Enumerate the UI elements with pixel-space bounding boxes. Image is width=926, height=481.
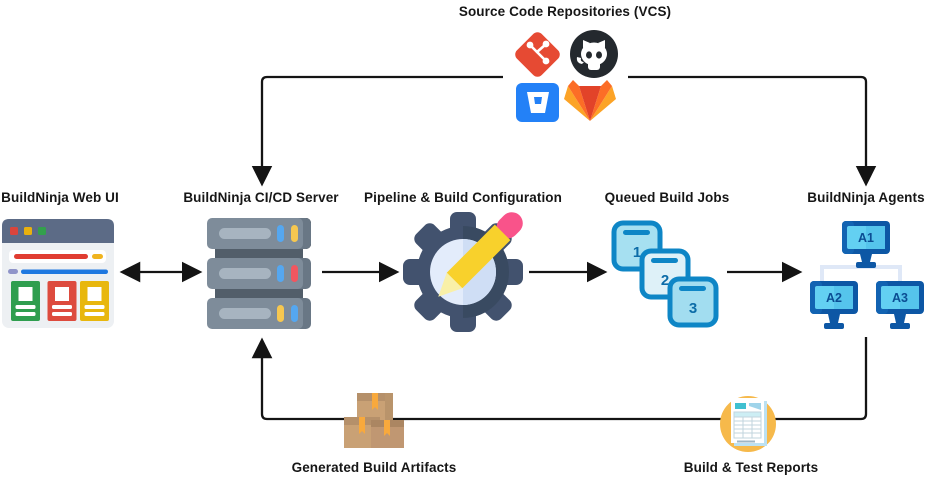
label-server: BuildNinja CI/CD Server <box>183 190 339 205</box>
job-number-3: 3 <box>689 300 697 317</box>
web-ui-card-red <box>47 281 77 321</box>
agent-name-a2: A2 <box>826 291 842 305</box>
agent-monitor-a1: A1 <box>842 221 890 268</box>
web-ui-card-green <box>11 281 40 321</box>
agents-icon: A1 A2 A3 <box>810 221 924 329</box>
server-unit-1 <box>207 218 311 249</box>
label-agents: BuildNinja Agents <box>807 190 925 205</box>
job-number-1: 1 <box>633 244 641 261</box>
web-ui-icon <box>2 219 114 328</box>
label-web-ui: BuildNinja Web UI <box>1 190 119 205</box>
bitbucket-icon <box>516 83 559 122</box>
job-card-3: 3 <box>667 276 719 328</box>
pipeline-config-icon <box>403 212 523 332</box>
agent-name-a3: A3 <box>892 291 908 305</box>
github-icon <box>570 30 618 78</box>
pencil-icon <box>438 212 523 297</box>
server-unit-3 <box>207 298 311 329</box>
label-pipeline: Pipeline & Build Configuration <box>364 190 562 205</box>
arrow-vcs-to-server <box>251 75 565 187</box>
queued-jobs-icon: 1 2 3 <box>611 220 719 328</box>
web-ui-card-yellow <box>80 281 109 321</box>
agent-monitor-a2: A2 <box>810 281 858 329</box>
artifact-box-right <box>371 420 404 448</box>
gitlab-icon <box>564 80 616 121</box>
reports-icon <box>720 396 776 452</box>
server-unit-2 <box>207 258 311 289</box>
server-icon <box>207 218 311 329</box>
arrow-agents-to-server-return <box>251 337 868 421</box>
label-queue: Queued Build Jobs <box>604 190 730 205</box>
title-source-code-repositories: Source Code Repositories (VCS) <box>458 4 672 19</box>
artifacts-icon <box>344 393 404 448</box>
arrow-vcs-to-agents <box>565 75 877 187</box>
job-number-2: 2 <box>661 272 669 289</box>
label-artifacts: Generated Build Artifacts <box>291 460 457 475</box>
git-icon <box>515 32 560 77</box>
label-reports: Build & Test Reports <box>683 460 819 475</box>
agent-name-a1: A1 <box>858 231 874 245</box>
agent-monitor-a3: A3 <box>876 281 924 329</box>
